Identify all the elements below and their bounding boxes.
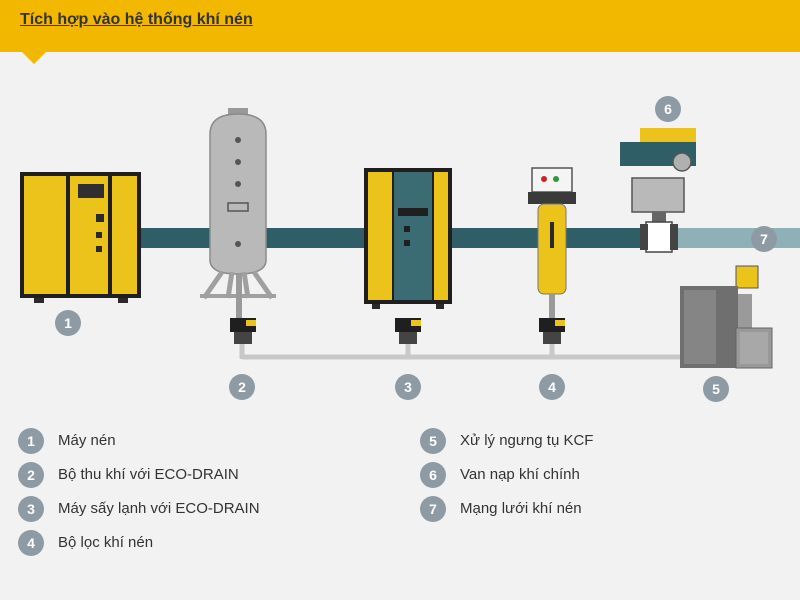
air-receiver-tank — [200, 108, 276, 324]
legend-label: Mạng lưới khí nén — [460, 500, 582, 517]
system-diagram: 1 2 3 4 5 6 7 — [0, 64, 800, 410]
legend-number: 5 — [420, 428, 446, 454]
legend-number: 2 — [18, 462, 44, 488]
legend-number: 1 — [18, 428, 44, 454]
marker-5: 5 — [703, 376, 729, 402]
svg-text:2: 2 — [238, 379, 246, 395]
drain-line — [239, 344, 680, 360]
compressed-air-filter — [528, 167, 576, 318]
legend-number: 6 — [420, 462, 446, 488]
legend-label: Xử lý ngưng tụ KCF — [460, 432, 594, 449]
legend-label: Máy sấy lạnh với ECO-DRAIN — [58, 500, 260, 517]
svg-text:5: 5 — [712, 381, 720, 397]
legend-number: 3 — [18, 496, 44, 522]
page-title[interactable]: Tích hợp vào hệ thống khí nén — [20, 11, 253, 28]
legend-label: Máy nén — [58, 432, 116, 449]
marker-2: 2 — [229, 374, 255, 400]
main-air-valve — [620, 128, 696, 253]
marker-3: 3 — [395, 374, 421, 400]
header-notch — [22, 52, 46, 64]
eco-drain-units — [230, 318, 565, 344]
svg-text:4: 4 — [548, 379, 556, 395]
svg-text:6: 6 — [664, 101, 672, 117]
kcf-condensate-unit — [680, 265, 773, 369]
marker-1: 1 — [55, 310, 81, 336]
compressor — [20, 172, 141, 303]
refrigeration-dryer — [364, 168, 452, 309]
legend-label: Bộ lọc khí nén — [58, 534, 154, 551]
legend-label: Bộ thu khí với ECO-DRAIN — [58, 466, 239, 483]
marker-6: 6 — [655, 96, 681, 122]
svg-text:1: 1 — [64, 315, 72, 331]
header-bar: Tích hợp vào hệ thống khí nén — [0, 0, 800, 52]
legend-number: 4 — [18, 530, 44, 556]
svg-text:3: 3 — [404, 379, 412, 395]
legend: 1 Máy nén 2 Bộ thu khí với ECO-DRAIN 3 M… — [0, 424, 800, 594]
legend-number: 7 — [420, 496, 446, 522]
svg-text:7: 7 — [760, 231, 768, 247]
marker-7: 7 — [751, 226, 777, 252]
legend-label: Van nạp khí chính — [460, 466, 580, 483]
marker-4: 4 — [539, 374, 565, 400]
